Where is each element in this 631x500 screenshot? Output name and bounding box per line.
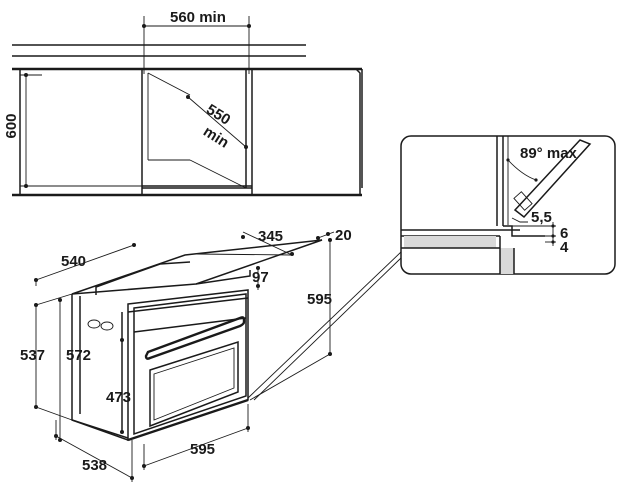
oven-537-label: 537 bbox=[20, 347, 45, 364]
detail-angle-label: 89° max bbox=[520, 145, 578, 162]
oven-540-label: 540 bbox=[61, 253, 86, 270]
niche-depth-label-b: min bbox=[200, 123, 232, 152]
oven-473-label: 473 bbox=[106, 389, 131, 406]
oven-20-label: 20 bbox=[335, 227, 352, 244]
oven-473-dimension: 473 bbox=[106, 338, 131, 434]
oven-97-dimension: 97 bbox=[252, 266, 269, 290]
oven-595-width-label: 595 bbox=[190, 441, 215, 458]
oven-595-height-dimension: 595 bbox=[249, 238, 332, 401]
detail-callout: 89° max 5,5 6 4 bbox=[247, 135, 616, 401]
oven-20-dimension: 20 bbox=[316, 227, 352, 244]
oven-538-dimension: 538 bbox=[54, 420, 134, 482]
cabinet-niche bbox=[12, 44, 363, 197]
oven-538-label: 538 bbox=[82, 457, 107, 474]
oven-595-height-label: 595 bbox=[307, 291, 332, 308]
niche-height-dimension: 600 bbox=[3, 73, 42, 188]
oven-540-dimension: 540 bbox=[34, 243, 136, 286]
oven-97-label: 97 bbox=[252, 269, 269, 286]
detail-gap-label: 5,5 bbox=[531, 209, 552, 226]
niche-width-dimension: 560 min bbox=[142, 9, 251, 74]
niche-height-label: 600 bbox=[3, 113, 20, 138]
niche-width-label: 560 min bbox=[170, 9, 226, 26]
oven-572-label: 572 bbox=[66, 347, 91, 364]
oven-drawing bbox=[71, 239, 323, 442]
oven-572-dimension: 572 bbox=[58, 298, 91, 442]
oven-345-label: 345 bbox=[258, 228, 283, 245]
oven-345-dimension: 345 bbox=[195, 228, 294, 256]
detail-four-label: 4 bbox=[560, 239, 569, 256]
detail-six-label: 6 bbox=[560, 225, 568, 242]
niche-depth-dimension: 550 min bbox=[186, 95, 248, 152]
oven-595-width-dimension: 595 bbox=[142, 404, 250, 470]
oven-537-dimension: 537 bbox=[20, 293, 73, 421]
